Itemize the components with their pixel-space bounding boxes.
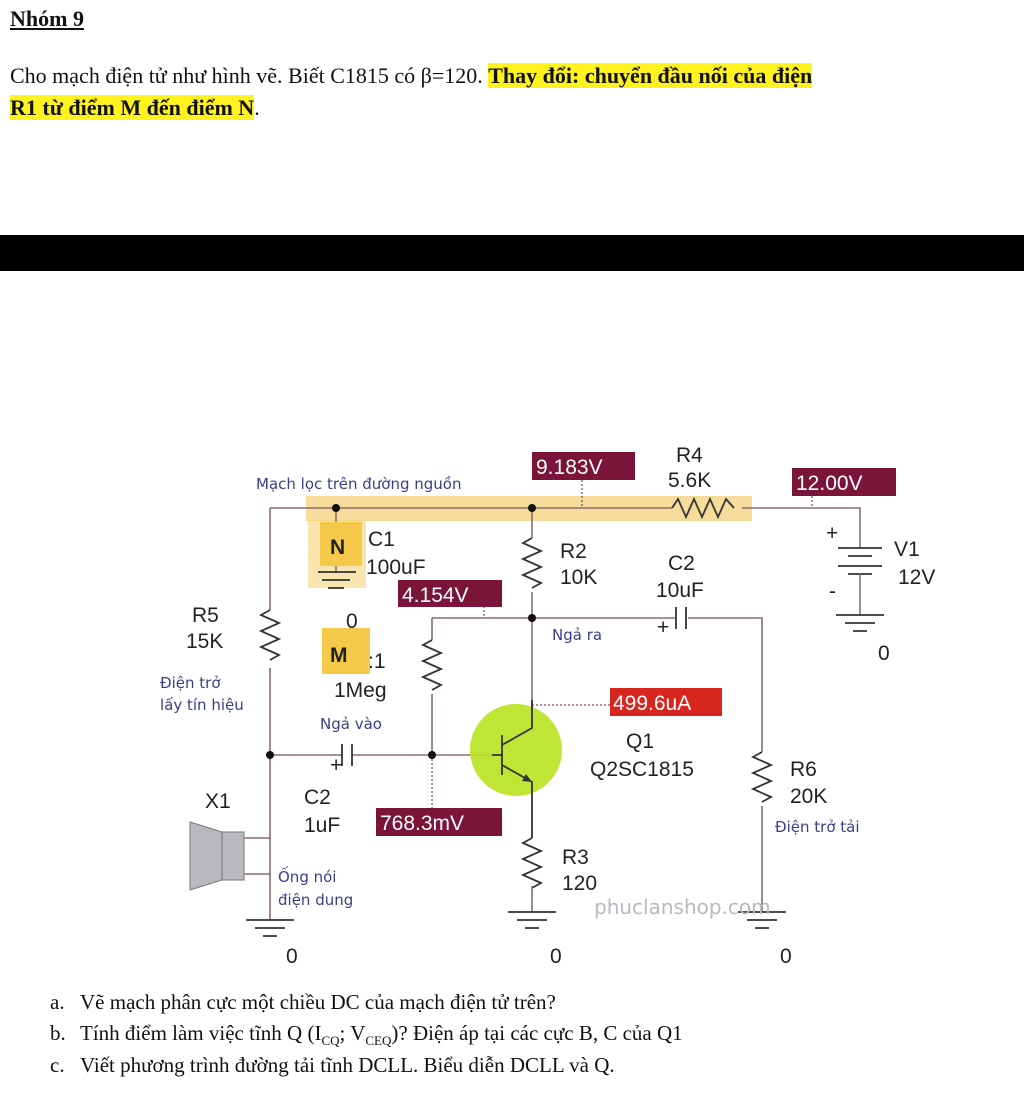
r3-name: R3: [562, 846, 589, 869]
measurement-9183: 9.183V: [536, 456, 603, 479]
question-text: Viết phương trình đường tải tĩnh DCLL. B…: [80, 1053, 615, 1077]
c2-in-name: C2: [304, 786, 331, 809]
subscript: CEQ: [365, 1033, 392, 1049]
v1-name: V1: [894, 538, 920, 561]
r6-resistor: [750, 751, 774, 803]
microphone-body: [221, 831, 245, 881]
r2-resistor: [520, 537, 544, 589]
r5-note-1: Điện trở: [160, 674, 221, 692]
ground-icon: [246, 919, 294, 937]
c2-in-value: 1uF: [304, 814, 340, 837]
question-text: Tính điểm làm việc tĩnh Q (I: [80, 1021, 322, 1045]
c1-value: 100uF: [366, 556, 426, 579]
r2-value: 10K: [560, 566, 597, 589]
watermark: phuclanshop.com: [594, 895, 771, 919]
point-m-box: [322, 628, 370, 674]
period: .: [254, 95, 260, 120]
r5-name: R5: [192, 604, 219, 627]
c2-out-value: 10uF: [656, 579, 704, 602]
svg-text:+: +: [330, 754, 342, 777]
c2-in-capacitor: [341, 744, 353, 766]
output-note: Ngả ra: [552, 626, 602, 644]
question-number: c.: [50, 1053, 65, 1077]
x1-name: X1: [205, 790, 231, 813]
mic-wire: [244, 837, 270, 875]
r4-resistor: [671, 496, 735, 520]
r1-resistor: [420, 639, 444, 691]
question-text: )? Điện áp tại các cực B, C của Q1: [391, 1021, 683, 1045]
x1-note-1: Ống nói: [278, 865, 336, 886]
junction-dots: [266, 504, 536, 759]
meas-box: [532, 452, 635, 480]
measurement-12v: 12.00V: [796, 472, 863, 495]
r3-value: 120: [562, 872, 597, 895]
measurement-current: 499.6uA: [613, 692, 691, 715]
svg-text:+: +: [657, 616, 669, 639]
r3-resistor: [520, 837, 544, 889]
ground-label: 0: [286, 945, 298, 968]
q1-name: Q1: [626, 730, 654, 753]
r5-note-2: lấy tín hiệu: [160, 696, 244, 714]
r5-resistor: [258, 609, 282, 661]
probe-lines: [431, 480, 813, 808]
v1-battery: + -: [826, 522, 884, 632]
redaction-bar: [0, 235, 1024, 271]
output-wire: [432, 617, 763, 912]
point-m-label: M: [330, 644, 348, 667]
ground-label: 0: [780, 945, 792, 968]
question-number: b.: [50, 1021, 66, 1045]
v1-value: 12V: [898, 566, 935, 589]
ground-icon: [508, 911, 556, 929]
c1-ground: [318, 571, 356, 589]
r2-name: R2: [560, 540, 587, 563]
transistor-highlight: [470, 704, 562, 796]
q1-transistor: [492, 700, 533, 838]
r6-value: 20K: [790, 785, 827, 808]
r5-value: 15K: [186, 630, 223, 653]
meas-box: [376, 808, 502, 836]
q1-model: Q2SC1815: [590, 758, 694, 781]
c2-out-name: C2: [668, 552, 695, 575]
ground-label-c1: 0: [346, 610, 358, 633]
meas-box: [610, 688, 722, 716]
measurement-7683: 768.3mV: [380, 812, 464, 835]
question-b: b. Tính điểm làm việc tĩnh Q (ICQ; VCEQ)?…: [50, 1021, 683, 1049]
ground-icon: [738, 911, 786, 929]
question-a: a. Vẽ mạch phân cực một chiều DC của mạch…: [50, 990, 556, 1015]
ground-label: 0: [878, 642, 890, 665]
problem-text: Cho mạch điện tử như hình vẽ. Biết C1815…: [10, 63, 489, 88]
x1-note-2: điện dung: [278, 891, 353, 909]
question-number: a.: [50, 990, 65, 1014]
r4-value: 5.6K: [668, 469, 711, 492]
r6-note: Điện trở tải: [775, 818, 860, 836]
r1-name: :1: [368, 650, 386, 673]
r6-name: R6: [790, 758, 817, 781]
c1-name: C1: [368, 528, 395, 551]
change-highlight-2: R1 từ điểm M đến điểm N: [10, 95, 255, 120]
point-n-label: N: [330, 536, 345, 559]
meas-box: [792, 468, 896, 496]
c2-out-capacitor: [675, 607, 687, 629]
input-note: Ngả vào: [320, 715, 382, 733]
question-text: Vẽ mạch phân cực một chiều DC của mạch đ…: [80, 990, 556, 1014]
microphone-icon: [189, 821, 223, 891]
change-highlight-1: Thay đổi: chuyển đầu nối của điện: [488, 63, 813, 88]
question-c: c. Viết phương trình đường tải tĩnh DCLL.…: [50, 1053, 615, 1078]
ground-label: 0: [550, 945, 562, 968]
r4-name: R4: [676, 444, 703, 467]
meas-box: [398, 580, 502, 607]
subscript: CQ: [321, 1033, 340, 1049]
question-text: ; V: [339, 1021, 366, 1045]
filter-note: Mạch lọc trên đường nguồn: [256, 475, 461, 493]
problem-statement: Cho mạch điện tử như hình vẽ. Biết C1815…: [10, 60, 1024, 124]
svg-text:-: -: [829, 580, 836, 603]
measurement-4154: 4.154V: [402, 584, 469, 607]
svg-text:+: +: [826, 522, 838, 545]
point-n-box: [320, 522, 362, 566]
page-title: Nhóm 9: [10, 6, 84, 31]
r1-value: 1Meg: [334, 679, 387, 702]
